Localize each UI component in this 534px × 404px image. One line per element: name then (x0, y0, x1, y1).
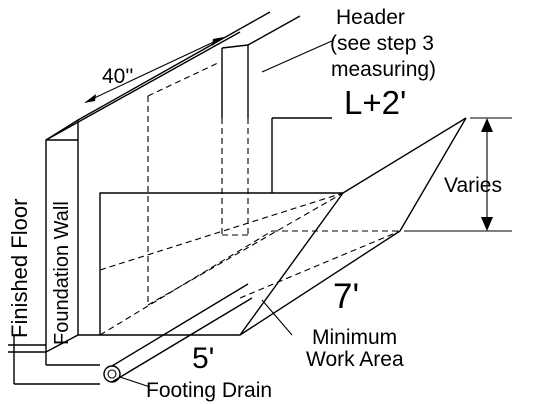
dimension-5-label: 5' (192, 342, 214, 375)
foundation-wall-label: Foundation Wall (51, 201, 73, 345)
excavation-box (99, 117, 467, 336)
leader-lines (119, 39, 335, 388)
dimension-7-label: 7' (333, 277, 359, 316)
dimension-varies (404, 117, 512, 232)
minimum-work-area-line1: Minimum (312, 326, 397, 349)
header-label-line1: Header (336, 6, 405, 29)
foundation-wall (45, 11, 271, 353)
footing (8, 334, 100, 385)
footing-drain-pipe (103, 283, 253, 383)
varies-label: Varies (444, 174, 502, 197)
dimension-40 (84, 37, 224, 103)
header-label-line2: (see step 3 (330, 32, 434, 55)
window-opening (147, 61, 221, 305)
header-label-line3: measuring) (331, 58, 436, 81)
header-frame (221, 15, 301, 236)
finished-floor-label: Finished Floor (7, 199, 32, 338)
footing-drain-label: Footing Drain (146, 379, 272, 402)
dimension-l2-label: L+2' (344, 84, 406, 121)
dimension-40-label: 40'' (102, 65, 133, 88)
minimum-work-area-line2: Work Area (306, 348, 404, 371)
